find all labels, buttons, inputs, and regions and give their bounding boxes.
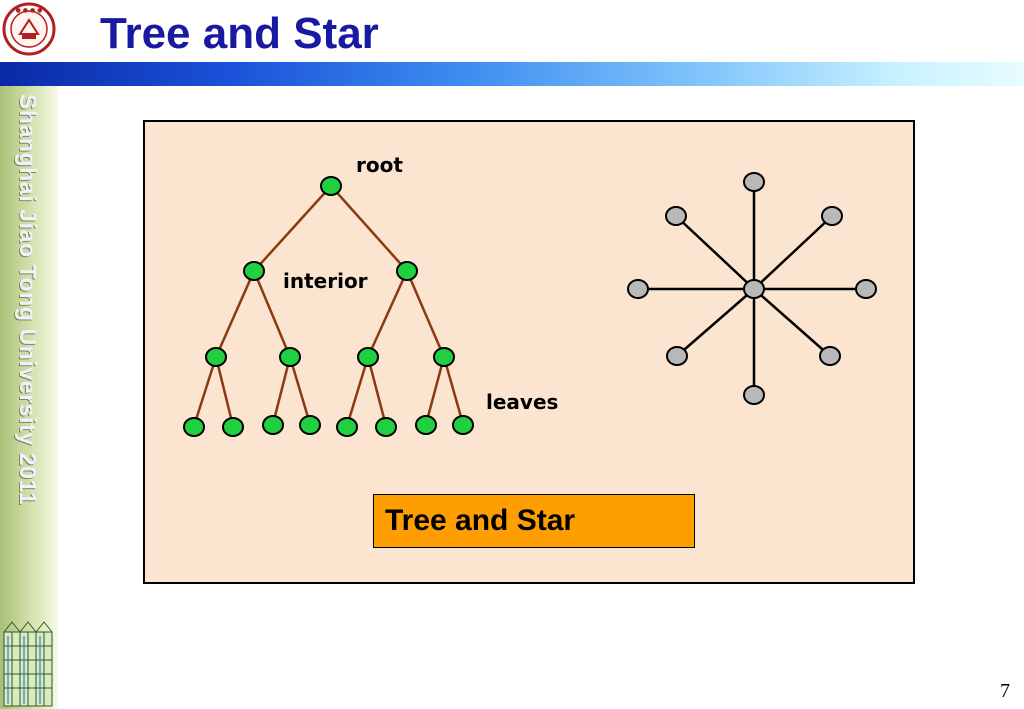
star-edge (752, 287, 832, 358)
tree-edge (424, 355, 446, 426)
tree-node-leaf (183, 417, 205, 437)
tree-edge (405, 269, 446, 359)
tree-node-leaf (375, 417, 397, 437)
tree-node-interior (433, 347, 455, 367)
tree-edge (271, 355, 292, 426)
star-node-outer (666, 346, 688, 366)
tree-node-interior (205, 347, 227, 367)
tree-node-leaf (415, 415, 437, 435)
star-nodes (627, 172, 877, 405)
star-node-outer (819, 346, 841, 366)
tree-edge (252, 269, 292, 359)
figure-caption: Tree and Star (373, 494, 695, 548)
university-seal-icon: ● ● ● ● (0, 0, 58, 58)
tree-node-root (320, 176, 342, 196)
tree-nodes (183, 176, 474, 437)
tree-node-interior (279, 347, 301, 367)
star-node-center (743, 279, 765, 299)
star-node-outer (665, 206, 687, 226)
star-node-outer (627, 279, 649, 299)
tree-edge (192, 355, 218, 428)
sidebar-university-text: Shanghai Jiao Tong University 2011 (15, 94, 41, 506)
tree-node-interior (243, 261, 265, 281)
slide-title: Tree and Star (100, 9, 379, 58)
label-interior: interior (283, 269, 368, 293)
page-number: 7 (1000, 680, 1010, 702)
tree-edges (192, 184, 465, 428)
svg-text:● ● ● ●: ● ● ● ● (16, 7, 43, 14)
star-edge (674, 214, 756, 291)
label-leaves: leaves (486, 390, 558, 414)
star-node-outer (821, 206, 843, 226)
tree-edge (366, 355, 388, 428)
tree-node-leaf (222, 417, 244, 437)
tree-node-leaf (452, 415, 474, 435)
tree-edge (329, 184, 409, 273)
star-edges (636, 180, 868, 397)
tree-node-leaf (262, 415, 284, 435)
star-node-outer (743, 172, 765, 192)
star-edge (675, 287, 756, 358)
tree-node-interior (396, 261, 418, 281)
title-gradient-bar (0, 62, 1024, 86)
tree-edge (366, 269, 409, 359)
tree-edge (214, 355, 235, 428)
tree-node-leaf (336, 417, 358, 437)
star-node-outer (855, 279, 877, 299)
star-edge (752, 214, 834, 291)
topology-diagram: root interior leaves (183, 153, 877, 437)
sidebar (0, 86, 58, 709)
building-icon (3, 621, 53, 707)
star-node-outer (743, 385, 765, 405)
tree-node-interior (357, 347, 379, 367)
tree-edge (214, 269, 256, 359)
tree-edge (345, 355, 370, 428)
tree-node-leaf (299, 415, 321, 435)
tree-edge (442, 355, 465, 426)
label-root: root (356, 153, 403, 177)
tree-edge (288, 355, 312, 426)
tree-edge (252, 184, 333, 273)
